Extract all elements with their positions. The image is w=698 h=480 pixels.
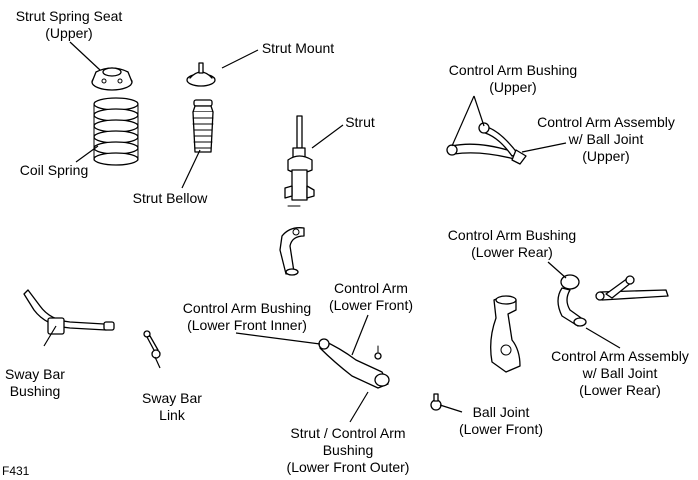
label-strut-bellow: Strut Bellow	[132, 190, 208, 206]
coil-spring-part	[93, 97, 139, 166]
label-control-arm-lower-front: Control Arm (Lower Front)	[328, 280, 414, 313]
label-control-arm-bushing-lower-front-inner: Control Arm Bushing (Lower Front Inner)	[182, 300, 312, 333]
label-sway-bar-link: Sway Bar Link	[142, 390, 202, 423]
upper-control-arm-part	[446, 122, 527, 165]
strut-mount-part	[186, 62, 216, 87]
lower-ball-joint-part	[430, 393, 442, 411]
label-control-arm-assembly-upper: Control Arm Assembly w/ Ball Joint (Uppe…	[537, 114, 675, 164]
strut-bellow-part	[192, 99, 214, 153]
lower-rear-arm-part	[557, 274, 587, 327]
label-strut-control-arm-bushing-lower-front-outer: Strut / Control Arm Bushing (Lower Front…	[286, 425, 410, 475]
label-control-arm-assembly-lower-rear: Control Arm Assembly w/ Ball Joint (Lowe…	[551, 348, 689, 398]
label-sway-bar-bushing: Sway Bar Bushing	[5, 366, 65, 399]
label-strut: Strut	[345, 114, 375, 130]
sway-bar-part	[23, 289, 115, 335]
strut-spring-seat-part	[91, 67, 133, 91]
label-strut-spring-seat: Strut Spring Seat (Upper)	[15, 8, 123, 41]
lower-front-control-arm-part	[318, 338, 390, 389]
figure-id: F431	[2, 464, 30, 478]
label-ball-joint-lower-front: Ball Joint (Lower Front)	[458, 404, 544, 437]
steering-knuckle-part	[490, 295, 521, 373]
label-control-arm-bushing-upper: Control Arm Bushing (Upper)	[448, 62, 578, 95]
leader-lines	[43, 41, 621, 423]
label-control-arm-bushing-lower-rear: Control Arm Bushing (Lower Rear)	[447, 227, 577, 260]
strut-part	[284, 115, 315, 207]
label-coil-spring: Coil Spring	[19, 162, 89, 178]
label-strut-mount: Strut Mount	[261, 40, 335, 56]
sway-bar-link-part	[143, 330, 161, 359]
lower-rear-assembly-part	[595, 275, 669, 301]
strut-fork-part	[279, 227, 305, 276]
